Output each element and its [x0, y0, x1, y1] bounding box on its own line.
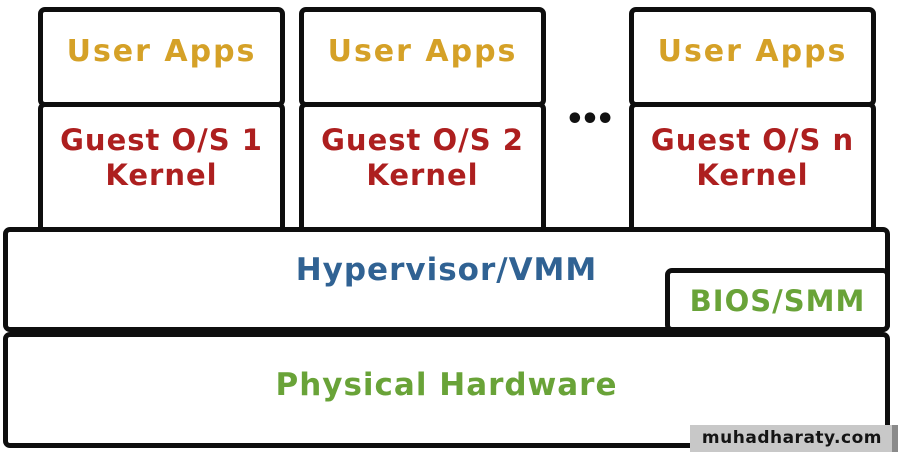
guest-os-kernel-2: Kernel [366, 158, 479, 192]
guest-os-box-2: Guest O/S 2 Kernel [299, 102, 546, 237]
guest-os-label-n: Guest O/S n Kernel [634, 123, 871, 193]
watermark: muhadharaty.com [689, 425, 898, 452]
bios-smm-label: BIOS/SMM [689, 284, 866, 318]
user-apps-label-2: User Apps [327, 34, 518, 69]
guest-os-name-2: Guest O/S 2 [321, 123, 524, 157]
user-apps-box-n: User Apps [629, 7, 876, 107]
user-apps-box-2: User Apps [299, 7, 546, 107]
hypervisor-label: Hypervisor/VMM [295, 252, 598, 288]
guest-os-kernel-n: Kernel [696, 158, 809, 192]
guest-os-box-n: Guest O/S n Kernel [629, 102, 876, 237]
guest-os-kernel-1: Kernel [105, 158, 218, 192]
guest-stack-1: User Apps Guest O/S 1 Kernel [38, 7, 285, 237]
user-apps-label-1: User Apps [66, 34, 257, 69]
physical-hardware-label: Physical Hardware [275, 367, 618, 403]
guest-os-label-1: Guest O/S 1 Kernel [43, 123, 280, 193]
guest-os-name-1: Guest O/S 1 [60, 123, 263, 157]
bios-smm-box: BIOS/SMM [665, 268, 890, 332]
guest-os-box-1: Guest O/S 1 Kernel [38, 102, 285, 237]
ellipsis: ••• [565, 102, 615, 137]
user-apps-label-n: User Apps [657, 34, 848, 69]
user-apps-box-1: User Apps [38, 7, 285, 107]
guest-os-name-n: Guest O/S n [650, 123, 855, 157]
guest-stack-n: User Apps Guest O/S n Kernel [629, 7, 876, 237]
guest-stack-2: User Apps Guest O/S 2 Kernel [299, 7, 546, 237]
guest-os-label-2: Guest O/S 2 Kernel [304, 123, 541, 193]
